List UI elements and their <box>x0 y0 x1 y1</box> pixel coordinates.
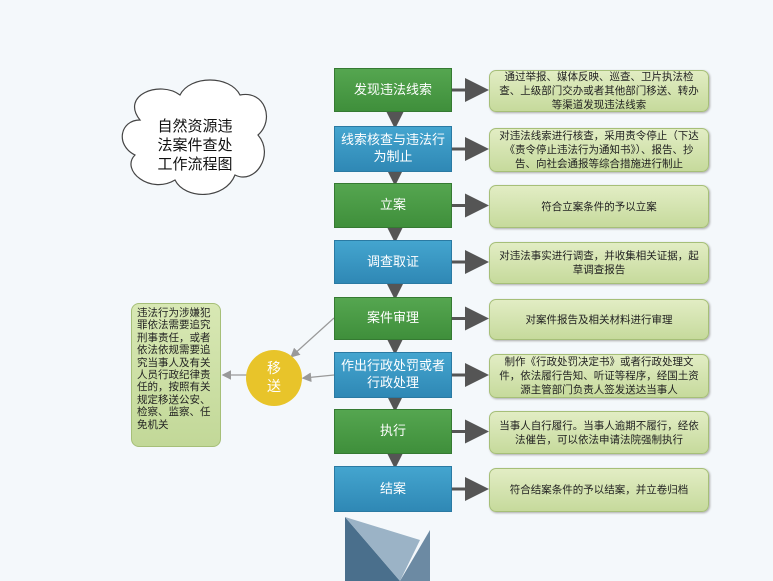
step-note-5: 对案件报告及相关材料进行审理 <box>489 299 709 340</box>
step-note-3: 符合立案条件的予以立案 <box>489 185 709 228</box>
step-note-6: 制作《行政处罚决定书》或者行政处理文件，依法履行告知、听证等程序，经国土资源主管… <box>489 354 709 398</box>
logo <box>345 517 430 581</box>
step-6: 作出行政处罚或者行政处理 <box>334 352 452 398</box>
transfer-note: 违法行为涉嫌犯罪依法需要追究刑事责任，或者依法依规需要追究当事人及有关人员行政纪… <box>131 303 221 447</box>
title-line: 自然资源违 <box>157 117 233 135</box>
step-8: 结案 <box>334 466 452 512</box>
step-3: 立案 <box>334 183 452 228</box>
step-note-8: 符合结案条件的予以结案，并立卷归档 <box>489 468 709 512</box>
step-1: 发现违法线索 <box>334 68 452 112</box>
transfer-node: 移送 <box>246 350 302 406</box>
transfer-label: 送 <box>267 379 281 395</box>
cloud-shape <box>121 79 268 195</box>
step-2: 线索核查与违法行为制止 <box>334 126 452 172</box>
step-4: 调查取证 <box>334 240 452 284</box>
arrow-decision-to-transfer <box>301 372 335 383</box>
step-7: 执行 <box>334 409 452 454</box>
step-note-7: 当事人自行履行。当事人逾期不履行，经依法催告，可以依法申请法院强制执行 <box>489 411 709 454</box>
step-note-2: 对违法线索进行核查，采用责令停止（下达《责令停止违法行为通知书》）、报告、抄告、… <box>489 128 709 172</box>
arrow-review-to-transfer <box>290 317 335 358</box>
step-note-1: 通过举报、媒体反映、巡查、卫片执法检查、上级部门交办或者其他部门移送、转办等渠道… <box>489 70 709 112</box>
step-note-4: 对违法事实进行调查，并收集相关证据，起草调查报告 <box>489 242 709 284</box>
transfer-label: 移 <box>267 361 281 377</box>
title-line: 法案件查处 <box>157 136 233 154</box>
step-5: 案件审理 <box>334 297 452 340</box>
title-cloud: 自然资源违 法案件查处 工作流程图 <box>150 117 240 174</box>
title-line: 工作流程图 <box>157 155 233 173</box>
